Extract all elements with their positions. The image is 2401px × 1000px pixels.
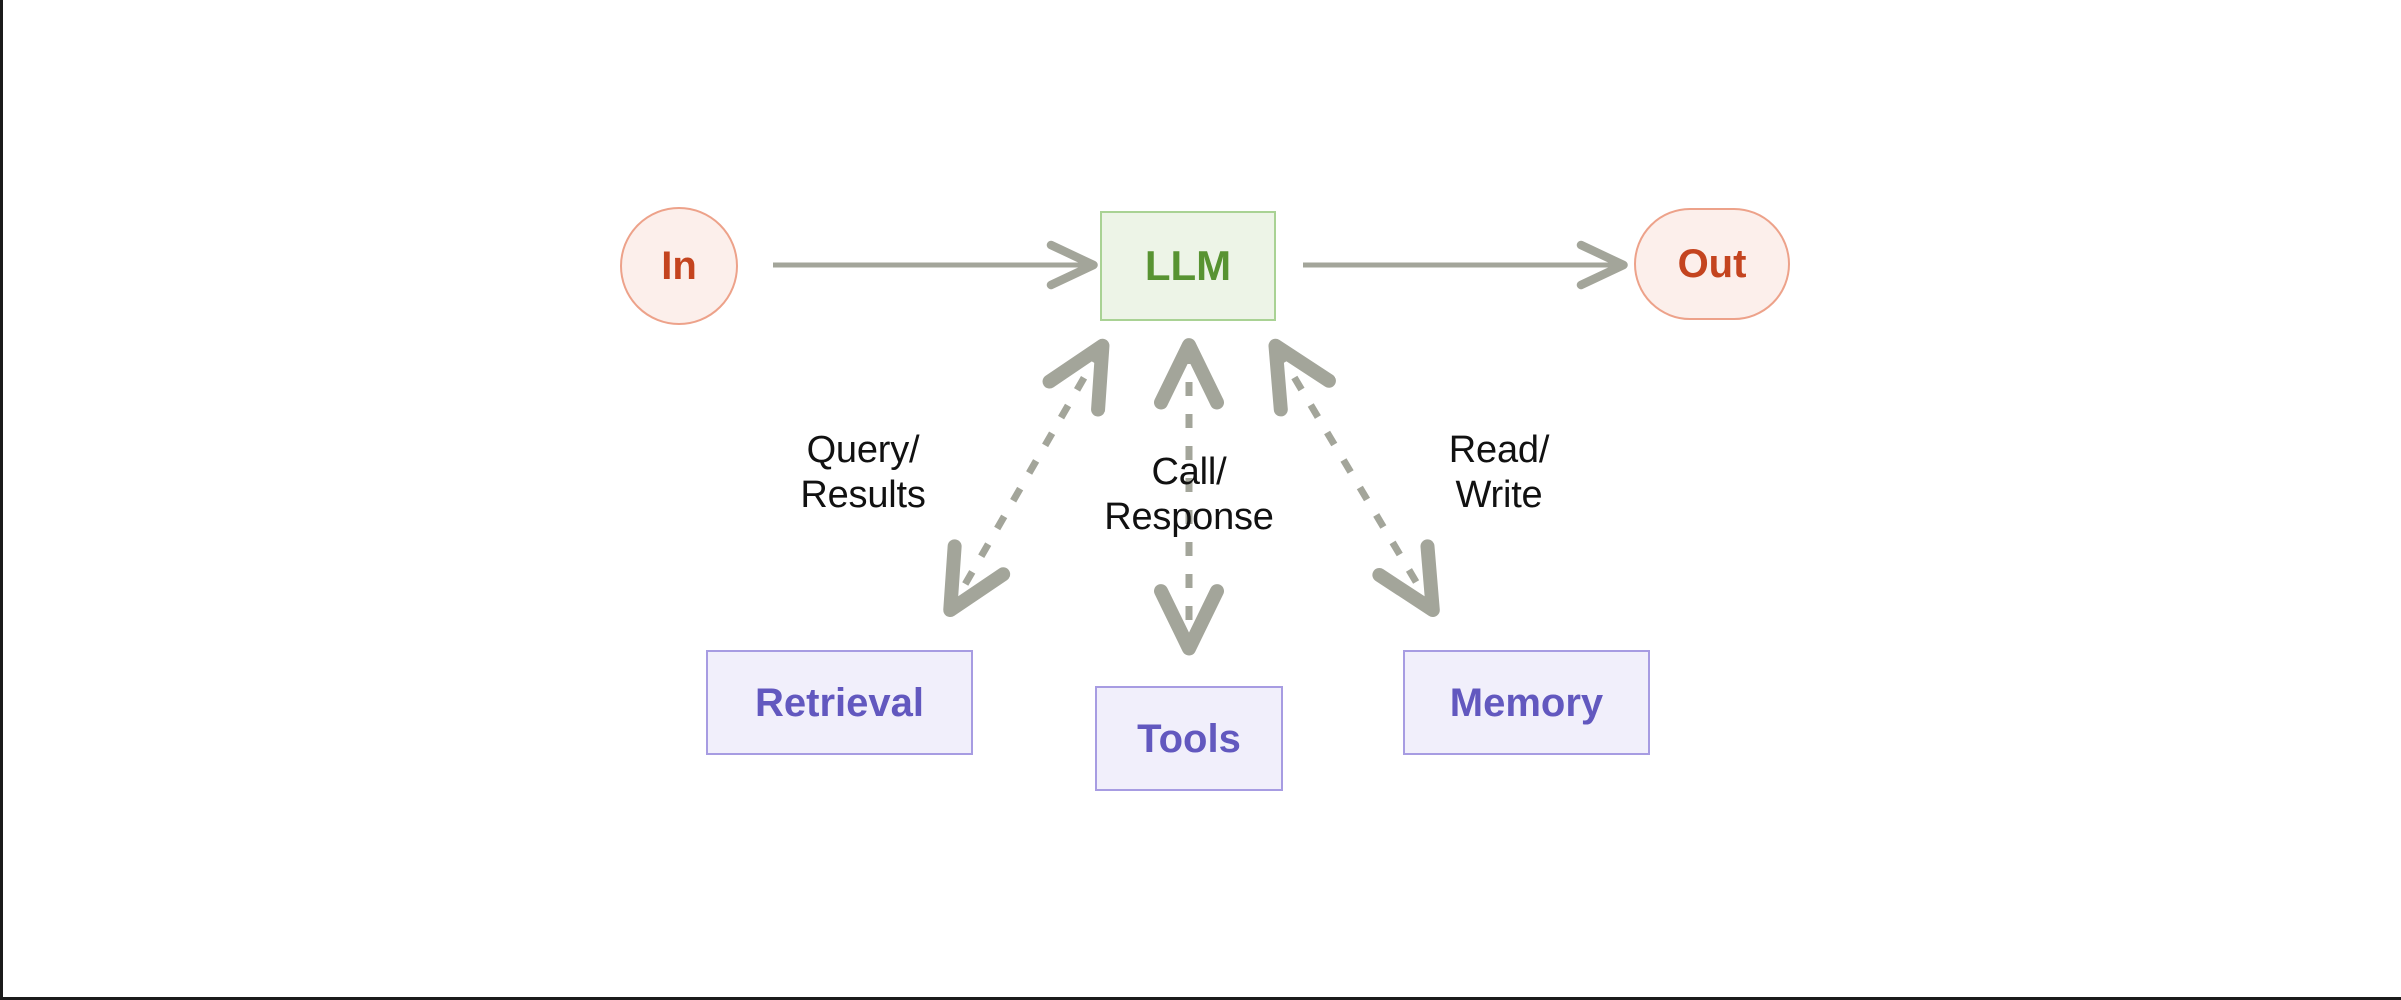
edge-label-read-write: Read/ Write xyxy=(1448,429,1550,516)
diagram-edges xyxy=(773,240,1628,656)
node-retrieval[interactable]: Retrieval xyxy=(706,650,973,755)
edge-label-call-response: Call/ Response xyxy=(1104,451,1274,538)
edge-label-query-results: Query/ Results xyxy=(800,429,926,516)
node-input[interactable]: In xyxy=(620,207,738,325)
node-output[interactable]: Out xyxy=(1634,208,1790,320)
node-memory[interactable]: Memory xyxy=(1403,650,1650,755)
node-tools[interactable]: Tools xyxy=(1095,686,1283,791)
node-llm[interactable]: LLM xyxy=(1100,211,1276,321)
